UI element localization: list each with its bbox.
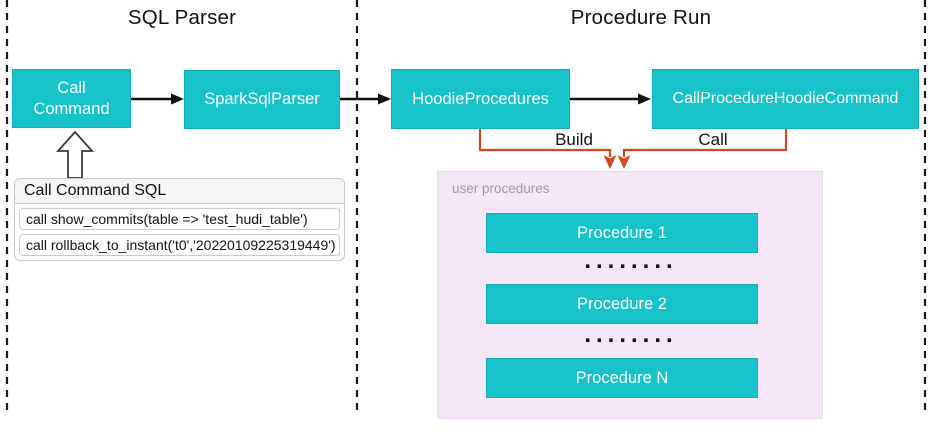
node-procedure-2: Procedure 2	[486, 284, 758, 324]
sql-panel-header: Call Command SQL	[15, 179, 344, 204]
sql-example-row: call show_commits(table => 'test_hudi_ta…	[19, 208, 340, 230]
node-callprocedurehoodiecommand: CallProcedureHoodieCommand	[652, 69, 919, 129]
arrow-hoodieprocedures-to-callprocedure	[570, 93, 651, 105]
arrow-sparksqlparser-to-hoodieprocedures	[340, 93, 391, 105]
arrow-callcommand-to-sparksqlparser	[131, 93, 184, 105]
user-procedures-panel: user procedures Procedure 1 ........ Pro…	[437, 171, 823, 419]
node-call-command-line2: Command	[33, 99, 110, 118]
edge-label-call: Call	[698, 130, 728, 149]
ellipsis-dots: ........	[584, 321, 678, 348]
hollow-up-arrow	[55, 130, 95, 179]
ellipsis-dots: ........	[584, 247, 678, 274]
node-procedure-1: Procedure 1	[486, 213, 758, 253]
sql-example-panel: Call Command SQL call show_commits(table…	[14, 178, 345, 261]
node-sparksqlparser: SparkSqlParser	[184, 70, 340, 129]
sql-example-row: call rollback_to_instant('t0','202201092…	[19, 234, 340, 256]
node-procedure-n: Procedure N	[486, 358, 758, 398]
node-call-command: Call Command	[12, 69, 131, 128]
node-hoodieprocedures: HoodieProcedures	[391, 69, 570, 129]
node-call-command-line1: Call	[57, 78, 86, 97]
section-title-sql-parser: SQL Parser	[127, 6, 237, 29]
user-procedures-label: user procedures	[452, 181, 550, 196]
section-title-procedure-run: Procedure Run	[570, 6, 712, 29]
edge-label-build: Build	[555, 130, 593, 149]
